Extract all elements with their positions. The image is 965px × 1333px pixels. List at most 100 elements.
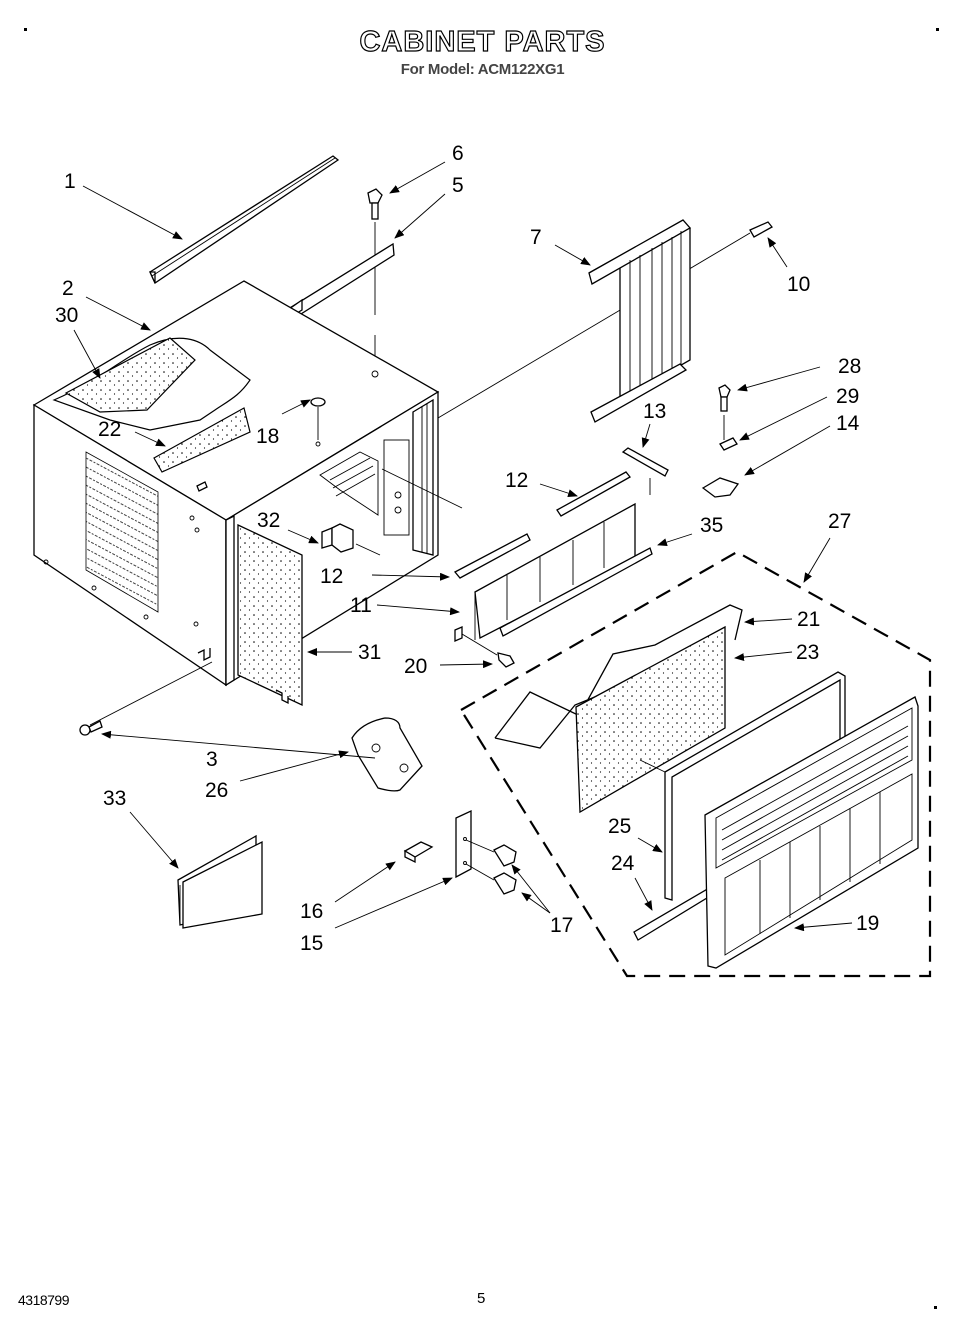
leader-7	[554, 244, 591, 266]
part-33-literature	[177, 834, 263, 929]
callout-labels: 1 2 30 22 18 32 6 5 7 10 28 29 14 13 12 …	[55, 142, 879, 955]
callout-10: 10	[787, 273, 810, 296]
callout-14: 14	[836, 412, 860, 435]
part-27-assembly-outline	[459, 550, 932, 978]
leader-25	[637, 837, 663, 853]
leader-30	[73, 329, 101, 379]
callout-leaders	[73, 161, 853, 932]
leader-18	[281, 399, 311, 415]
leader-28	[737, 366, 821, 392]
callout-18: 18	[256, 425, 279, 448]
callout-26: 26	[205, 779, 228, 802]
leader-27	[803, 537, 831, 583]
part-12-rail-upper	[556, 471, 631, 517]
leader-23	[734, 651, 793, 662]
callout-35: 35	[700, 514, 723, 537]
callout-30: 30	[55, 304, 78, 327]
callout-3: 3	[206, 748, 218, 771]
callout-15: 15	[300, 932, 323, 955]
callout-17: 17	[550, 914, 573, 937]
part-28-screw	[718, 384, 731, 440]
part-17-knobs	[465, 839, 517, 895]
part-31-panel	[237, 523, 303, 707]
leader-24	[634, 877, 653, 911]
leader-15	[334, 877, 453, 929]
callout-5: 5	[452, 174, 464, 197]
callout-33: 33	[103, 787, 126, 810]
leader-11	[376, 604, 460, 616]
part-32-bracket	[321, 523, 381, 556]
part-25-gasket	[639, 671, 846, 901]
callout-24: 24	[611, 852, 635, 875]
part-26-parts-bag	[351, 717, 423, 792]
leader-17a	[511, 864, 551, 914]
part-23-filter	[575, 625, 726, 814]
leader-1	[82, 185, 183, 240]
registration-mark-bottom-right	[934, 1306, 937, 1309]
guide-line-10	[437, 232, 751, 419]
callout-22: 22	[98, 418, 121, 441]
part-29-clip	[719, 437, 738, 451]
guide-line-cabinet	[381, 468, 463, 509]
callout-12-lower: 12	[320, 565, 343, 588]
callout-19: 19	[856, 912, 879, 935]
part-10-screw	[749, 221, 773, 238]
leader-2	[85, 296, 151, 331]
callout-23: 23	[796, 641, 819, 664]
document-number: 4318799	[18, 1292, 70, 1308]
callout-6: 6	[452, 142, 464, 165]
guide-line-3	[89, 661, 213, 726]
callout-21: 21	[797, 608, 820, 631]
part-11-frame	[454, 502, 636, 656]
callout-1: 1	[64, 170, 76, 193]
part-19-front-grille	[704, 696, 919, 969]
part-16-block	[403, 841, 434, 864]
leader-5	[394, 193, 446, 239]
part-18-plug	[310, 397, 326, 447]
part-14-bracket	[701, 477, 740, 498]
leader-21	[744, 617, 793, 626]
callout-16: 16	[300, 900, 323, 923]
callout-29: 29	[836, 385, 859, 408]
part-12-rail-lower	[453, 533, 531, 579]
leader-12-lower	[371, 572, 450, 581]
leader-20	[439, 660, 493, 669]
part-13-latch	[621, 447, 669, 495]
callout-20: 20	[404, 655, 427, 678]
callout-13: 13	[643, 400, 666, 423]
part-22-insulation	[153, 407, 251, 473]
part-6-screw	[367, 188, 383, 372]
callout-25: 25	[608, 815, 631, 838]
leader-32	[287, 529, 319, 544]
callout-2: 2	[62, 277, 74, 300]
leader-6	[389, 161, 446, 194]
leader-19	[794, 922, 853, 932]
leader-13	[641, 423, 651, 448]
part-35-seal-strip	[499, 547, 653, 637]
leader-26	[239, 750, 349, 782]
callout-28: 28	[838, 355, 861, 378]
leader-33	[129, 811, 179, 869]
part-20-screw	[497, 652, 515, 668]
leader-35	[657, 533, 693, 547]
page-title: CABINET PARTS	[359, 25, 606, 58]
part-7-side-curtain	[588, 219, 692, 423]
callout-7: 7	[530, 226, 542, 249]
page-number: 5	[477, 1290, 486, 1307]
model-subtitle: For Model: ACM122XG1	[400, 61, 565, 78]
part-1-top-rail	[148, 155, 340, 284]
part-2-cabinet	[32, 280, 440, 687]
leader-29	[739, 396, 828, 441]
registration-mark-top-left	[24, 28, 27, 31]
leader-22	[134, 431, 166, 447]
leader-3	[101, 730, 376, 759]
leader-10	[767, 237, 788, 268]
leader-16	[334, 861, 396, 903]
callout-11: 11	[350, 594, 372, 617]
leader-17b	[521, 892, 551, 914]
registration-mark-top-right	[936, 28, 939, 31]
callout-31: 31	[358, 641, 381, 664]
callout-12-upper: 12	[505, 469, 528, 492]
leader-12-upper	[539, 483, 578, 498]
